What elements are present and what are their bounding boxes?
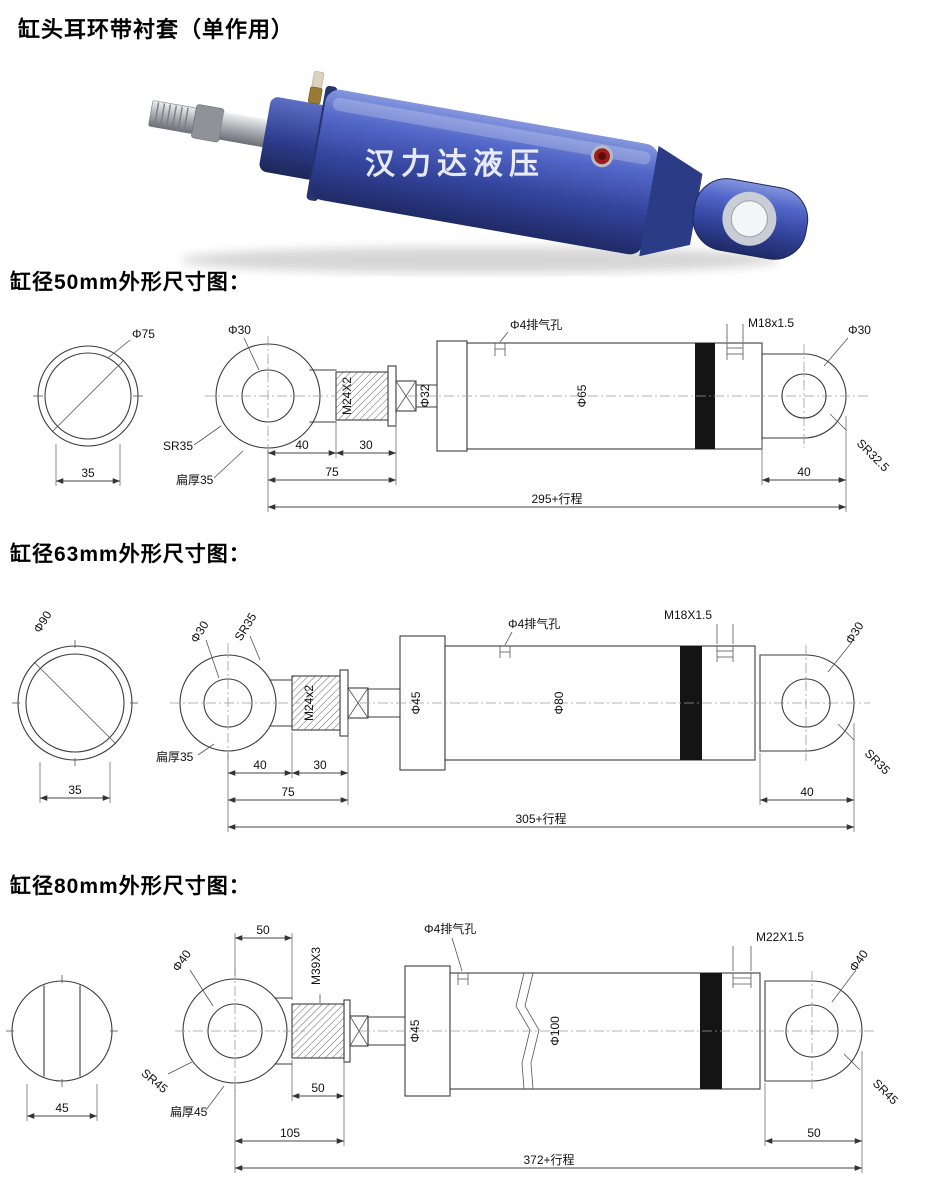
rod-thread-80: [291, 1003, 345, 1059]
label-eye-hole-50: Φ30: [228, 323, 251, 337]
label-rear-eye-hole-63: Φ30: [843, 619, 867, 646]
label-dim-a-63: 40: [253, 758, 267, 772]
front-view-63: [12, 640, 138, 766]
label-front-width-63: 35: [68, 783, 82, 797]
port-plug: [591, 145, 614, 168]
label-front-width-50: 35: [81, 466, 95, 480]
centerlines-80: [175, 968, 875, 1094]
vent-detail-50: [494, 331, 509, 356]
label-total-80: 372+行程: [523, 1152, 574, 1167]
label-dim-d-63: 40: [800, 785, 814, 799]
label-dim-b-80: 50: [311, 1081, 325, 1095]
leaders-50: [107, 337, 849, 479]
label-port-63: M18X1.5: [664, 608, 712, 622]
cylinder-tube: [310, 89, 659, 255]
drawing-80mm: 50 45 Φ40 SR45 扁厚45 M39X3 Φ45 Φ4排气孔 Φ100…: [6, 921, 901, 1173]
dimensions-50: [55, 413, 847, 512]
drawing-63mm: Φ90 35 Φ30 SR35 扁厚35 M24x2 Φ45 Φ4排气孔 Φ80…: [12, 608, 893, 832]
label-rear-radius-63: SR35: [862, 746, 893, 777]
dimensions-63: [39, 720, 855, 832]
rear-taper: [639, 145, 703, 257]
label-vent-50: Φ4排气孔: [510, 317, 562, 332]
label-dim-d-80: 50: [807, 1126, 821, 1140]
cylinder-photo-group: [148, 71, 809, 260]
dimensions-80: [26, 933, 863, 1173]
port-detail-80: [732, 946, 752, 988]
label-vent-80: Φ4排气孔: [424, 921, 476, 936]
label-eye-hole-63: Φ30: [188, 618, 212, 645]
front-view-50: [33, 345, 143, 447]
port-detail-63: [716, 624, 734, 662]
label-rear-eye-hole-50: Φ30: [848, 323, 871, 337]
label-thread-80: M39X3: [309, 947, 323, 985]
label-total-50: 295+行程: [531, 491, 582, 506]
piston-rod-thread: [148, 100, 197, 134]
centerlines-50: [205, 336, 868, 456]
label-flat-50: 扁厚35: [176, 473, 214, 487]
label-bore-50: Φ65: [575, 384, 589, 407]
label-port-50: M18x1.5: [748, 316, 794, 330]
label-rear-radius-50: SR32.5: [854, 436, 892, 474]
rear-clevis-eye: [692, 178, 809, 260]
section-heading-63mm: 缸径63mm外形尺寸图：: [10, 543, 251, 566]
label-thread-63: M24x2: [302, 685, 316, 721]
label-dim-c-50: 75: [325, 465, 339, 479]
front-view-80: [6, 975, 118, 1087]
rear-eye-hole-50: [781, 373, 827, 419]
tube-highlight: [332, 97, 651, 165]
vent-fitting: [307, 71, 325, 105]
label-front-width-80: 45: [55, 1101, 69, 1115]
break-symbol: [515, 972, 531, 1090]
label-rod-dia-80: Φ45: [408, 1019, 422, 1042]
label-vent-63: Φ4排气孔: [508, 616, 560, 631]
label-top-dim-80: 50: [256, 923, 270, 937]
label-eye-radius-63: SR35: [232, 610, 260, 643]
label-flat-63: 扁厚35: [156, 750, 194, 764]
label-dim-d-50: 40: [797, 465, 811, 479]
cylinder-outline-80: [291, 965, 863, 1097]
label-rear-radius-80: SR45: [870, 1076, 901, 1107]
label-front-diameter-63: Φ90: [31, 608, 55, 635]
label-port-80: M22X1.5: [756, 930, 804, 944]
label-eye-radius-50: SR35: [163, 439, 193, 453]
vent-detail-80: [451, 937, 469, 985]
label-flat-80: 扁厚45: [170, 1105, 208, 1119]
photo-shadow: [180, 247, 780, 273]
label-rod-dia-63: Φ45: [409, 691, 423, 714]
label-dim-b-50: 30: [359, 438, 373, 452]
label-dim-a-50: 40: [295, 438, 309, 452]
front-head: [259, 97, 328, 180]
label-dim-c-80: 105: [280, 1126, 300, 1140]
piston-rod: [219, 111, 270, 148]
label-eye-radius-80: SR45: [139, 1066, 171, 1096]
leaders-80: [167, 969, 861, 1111]
centerlines-63: [170, 643, 870, 763]
label-dim-c-63: 75: [281, 785, 295, 799]
rod-collar: [191, 104, 225, 143]
drawing-50mm: Φ75 35 Φ30 SR35 扁厚35 M24X2 Φ32 Φ4排气孔 Φ65…: [33, 316, 892, 512]
section-heading-50mm: 缸径50mm外形尺寸图：: [10, 271, 251, 294]
page-title: 缸头耳环带衬套（单作用）: [18, 17, 295, 42]
label-dim-b-63: 30: [313, 758, 327, 772]
label-front-diameter-50: Φ75: [132, 327, 155, 341]
rear-eye-hole-63: [781, 678, 831, 728]
label-rear-eye-hole-80: Φ40: [846, 947, 871, 974]
rear-eye-hole-80: [785, 1004, 839, 1058]
vent-detail-63: [499, 631, 513, 658]
label-total-63: 305+行程: [515, 811, 566, 826]
section-heading-80mm: 缸径80mm外形尺寸图：: [10, 875, 251, 898]
leaders-63: [197, 635, 855, 756]
product-photo: 汉力达液压: [148, 71, 809, 273]
port-detail-50: [726, 324, 744, 360]
label-bore-80: Φ100: [548, 1016, 562, 1046]
label-thread-50: M24X2: [340, 377, 354, 415]
label-bore-63: Φ80: [552, 691, 566, 714]
watermark: 汉力达液压: [365, 148, 545, 181]
rod-thread-50: [335, 371, 389, 421]
label-rod-dia-50: Φ32: [418, 384, 432, 407]
